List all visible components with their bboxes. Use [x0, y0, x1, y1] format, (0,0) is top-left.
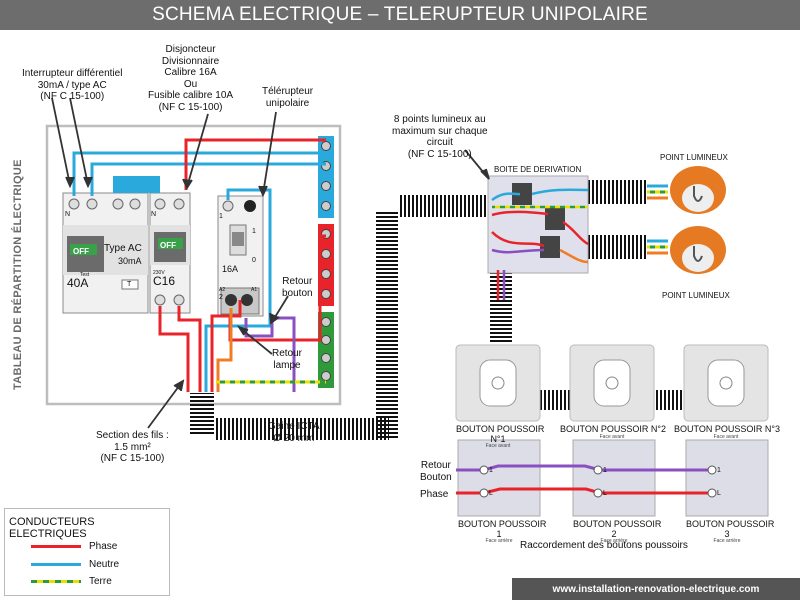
neutral-comb-bar: [113, 176, 160, 193]
lamp-1-label: POINT LUMINEUX: [660, 153, 728, 162]
push-button-wiring: [456, 464, 712, 495]
push-button-back-1: [457, 439, 541, 517]
remote-two-label: 2: [219, 294, 223, 301]
diff-t-label: T: [127, 281, 132, 288]
breaker-voltage-label: 230V: [153, 270, 165, 276]
title-text: SCHEMA ELECTRIQUE – TELERUPTEUR UNIPOLAI…: [152, 4, 648, 25]
remote-one-label: 1: [219, 213, 223, 220]
phase-terminal-bar: [318, 224, 334, 306]
button-front-3-sub: Face avant: [713, 434, 739, 440]
remote-switch: [217, 195, 264, 317]
diff-rating-label: 40A: [67, 276, 89, 290]
wire-section-label: Section des fils :1.5 mm²(NF C 15-100): [96, 430, 169, 464]
push-button-front-1: [455, 344, 541, 422]
button-front-2-title: BOUTON POUSSOIR N°2: [560, 424, 666, 434]
diff-test-label: Test: [80, 272, 90, 278]
button-back-2-sub: Face arrière: [600, 538, 628, 544]
legend-title: CONDUCTEURS ELECTRIQUES: [9, 516, 95, 540]
breaker-off-label: OFF: [160, 241, 176, 250]
diff-n-label: N: [65, 211, 71, 218]
remote-a1-label: A1: [251, 287, 258, 293]
diff-ma-label: 30mA: [118, 256, 142, 266]
button-front-1-sub: Face avant: [485, 443, 511, 449]
diff-type-label: Type AC: [104, 243, 142, 254]
phase-left-label: Phase: [420, 489, 449, 500]
panel-vertical-label: TABLEAU DE RÉPARTITION ÉLECTRIQUE: [12, 159, 24, 390]
push-button-front-3: [683, 344, 769, 422]
remote-switch-rating: 16A: [222, 264, 239, 274]
button-front-3-title: BOUTON POUSSOIR N°3: [674, 424, 780, 434]
remote-zero-label: 0: [252, 257, 256, 264]
footer-url[interactable]: www.installation-renovation-electrique.c…: [512, 578, 800, 600]
lamp-2-label: POINT LUMINEUX: [662, 291, 730, 300]
circuit-breaker: [149, 192, 191, 314]
terminal-2-l: L: [603, 490, 607, 497]
neutral-terminal-bar: [318, 136, 334, 218]
earth-terminal-bar: [318, 312, 334, 388]
terminal-screws: [479, 465, 717, 498]
terminal-3-l: L: [717, 490, 721, 497]
terminal-1-1: 1: [489, 467, 493, 474]
remote-a2-label: A2: [219, 287, 226, 293]
push-button-back-3: [685, 439, 769, 517]
page-title: SCHEMA ELECTRIQUE – TELERUPTEUR UNIPOLAI…: [0, 0, 800, 30]
lamp-2: [670, 226, 726, 274]
junction-box: [487, 175, 589, 300]
terminal-3-1: 1: [717, 467, 721, 474]
differential-switch: [62, 192, 149, 314]
button-back-3-sub: Face arrière: [713, 538, 741, 544]
panel-wiring: [72, 138, 326, 392]
connection-caption: Raccordement des boutons poussoirs: [520, 540, 688, 551]
push-button-back-2: [572, 439, 656, 517]
legend: CONDUCTEURS ELECTRIQUES Phase Neutre Ter…: [4, 508, 170, 596]
breaker-n-label: N: [151, 211, 157, 218]
button-front-2-sub: Face avant: [599, 434, 625, 440]
junction-box-label: BOITE DE DERIVATION: [494, 165, 582, 174]
terminal-2-1: 1: [603, 467, 607, 474]
push-button-front-2: [569, 344, 655, 422]
breaker-rating-label: C16: [153, 274, 176, 288]
remote-one-b-label: 1: [252, 228, 256, 235]
button-back-1-sub: Face arrière: [485, 538, 513, 544]
conduit: [190, 180, 685, 440]
terminal-1-l: L: [489, 490, 493, 497]
legend-neutre: Neutre: [31, 559, 119, 570]
lamp-wiring: [647, 184, 668, 255]
pointer-arrows: [51, 97, 490, 429]
legend-terre: Terre: [31, 576, 112, 587]
lamp-1: [670, 166, 726, 214]
legend-phase: Phase: [31, 541, 117, 552]
diff-off-label: OFF: [73, 247, 89, 256]
